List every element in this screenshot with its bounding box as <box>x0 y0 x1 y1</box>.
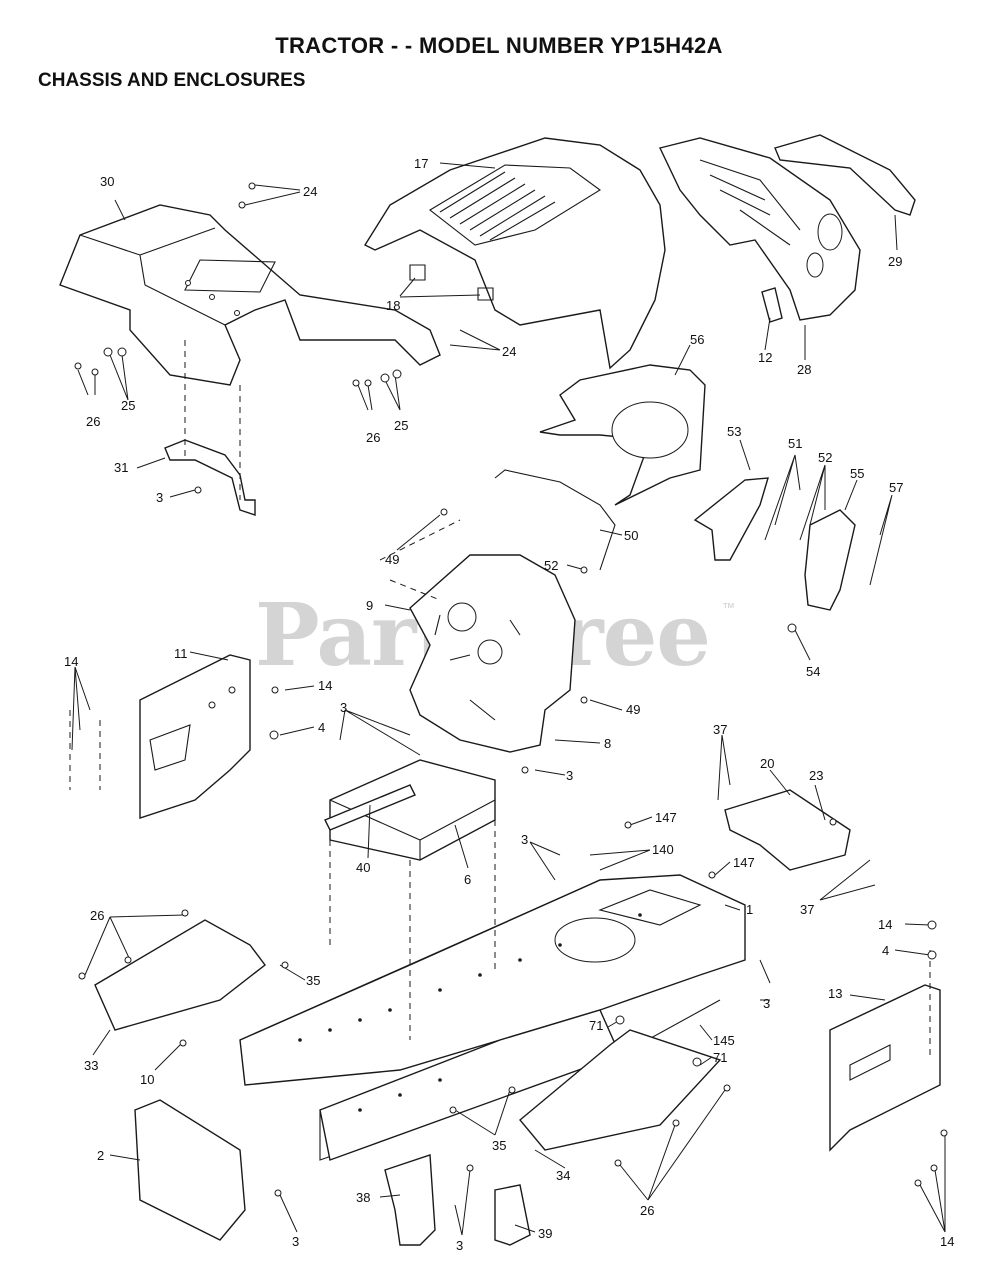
callout-label: 49 <box>626 702 640 717</box>
callout-label: 3 <box>521 832 528 847</box>
callout-label: 3 <box>292 1234 299 1249</box>
callout-leaders <box>71 162 946 1236</box>
callout-label: 37 <box>800 902 814 917</box>
callout-label: 147 <box>655 810 677 825</box>
callout-label: 38 <box>356 1190 370 1205</box>
callout-label: 71 <box>713 1050 727 1065</box>
section-subtitle: CHASSIS AND ENCLOSURES <box>38 70 306 91</box>
footrest-plate-right-part <box>519 1029 722 1151</box>
callout-label: 25 <box>394 418 408 433</box>
callout-label: 3 <box>566 768 573 783</box>
callout-label: 3 <box>156 490 163 505</box>
callout-label: 18 <box>386 298 400 313</box>
callout-label: 145 <box>713 1033 735 1048</box>
callout-label: 49 <box>385 552 399 567</box>
callout-label: 40 <box>356 860 370 875</box>
fastener-marks <box>74 182 948 1197</box>
grille-part <box>659 134 916 323</box>
callout-label: 56 <box>690 332 704 347</box>
callout-label: 30 <box>100 174 114 189</box>
battery-tray-part <box>324 759 496 861</box>
callout-label: 57 <box>889 480 903 495</box>
right-side-panel-part <box>829 984 941 1152</box>
callout-label: 35 <box>492 1138 506 1153</box>
callout-label: 3 <box>456 1238 463 1253</box>
hitch-bracket-part <box>164 439 256 516</box>
callout-label: 24 <box>502 344 516 359</box>
callout-label: 4 <box>318 720 325 735</box>
callout-label: 33 <box>84 1058 98 1073</box>
callout-labels: 30 24 17 29 18 24 12 28 26 25 26 25 56 3… <box>64 156 954 1253</box>
dash-support-part <box>409 554 576 753</box>
callout-label: 50 <box>624 528 638 543</box>
callout-label: 11 <box>174 646 188 661</box>
callout-label: 51 <box>788 436 802 451</box>
alignment-lines <box>69 340 931 1060</box>
callout-label: 31 <box>114 460 128 475</box>
callout-label: 23 <box>809 768 823 783</box>
page-title: TRACTOR - - MODEL NUMBER YP15H42A <box>275 33 723 58</box>
callout-label: 53 <box>727 424 741 439</box>
callout-label: 9 <box>366 598 373 613</box>
callout-label: 147 <box>733 855 755 870</box>
side-brackets-part <box>693 477 856 611</box>
callout-label: 37 <box>713 722 727 737</box>
callout-label: 26 <box>90 908 104 923</box>
trademark-mark: ™ <box>722 600 735 615</box>
callout-label: 71 <box>589 1018 603 1033</box>
callout-label: 26 <box>366 430 380 445</box>
callout-label: 35 <box>306 973 320 988</box>
dash-panel-part <box>539 364 706 506</box>
callout-label: 14 <box>878 917 892 932</box>
callout-label: 1 <box>746 902 753 917</box>
callout-label: 26 <box>640 1203 654 1218</box>
callout-label: 17 <box>414 156 428 171</box>
footrest-plate-part <box>94 919 266 1031</box>
pedal-bracket-left-part <box>384 1154 436 1246</box>
callout-label: 25 <box>121 398 135 413</box>
callout-label: 34 <box>556 1168 570 1183</box>
callout-label: 39 <box>538 1226 552 1241</box>
callout-label: 6 <box>464 872 471 887</box>
callout-label: 20 <box>760 756 774 771</box>
callout-label: 28 <box>797 362 811 377</box>
callout-label: 140 <box>652 842 674 857</box>
left-side-panel-part <box>139 654 251 819</box>
callout-label: 3 <box>763 996 770 1011</box>
rear-fender-part <box>59 204 441 386</box>
callout-label: 29 <box>888 254 902 269</box>
callout-label: 2 <box>97 1148 104 1163</box>
pedal-bracket-right-part <box>494 1184 531 1246</box>
front-axle-bracket-part <box>724 789 851 871</box>
callout-label: 4 <box>882 943 889 958</box>
callout-label: 12 <box>758 350 772 365</box>
main-frame-part <box>239 874 746 1161</box>
callout-label: 14 <box>940 1234 954 1249</box>
hood-part <box>363 137 666 370</box>
callout-label: 14 <box>318 678 332 693</box>
callout-label: 24 <box>303 184 317 199</box>
callout-label: 13 <box>828 986 842 1001</box>
callout-label: 3 <box>340 700 347 715</box>
callout-label: 52 <box>818 450 832 465</box>
callout-label: 8 <box>604 736 611 751</box>
callout-label: 54 <box>806 664 820 679</box>
callout-label: 26 <box>86 414 100 429</box>
front-panel-part <box>134 1099 246 1241</box>
callout-label: 52 <box>544 558 558 573</box>
callout-label: 14 <box>64 654 78 669</box>
callout-label: 55 <box>850 466 864 481</box>
callout-label: 10 <box>140 1072 154 1087</box>
